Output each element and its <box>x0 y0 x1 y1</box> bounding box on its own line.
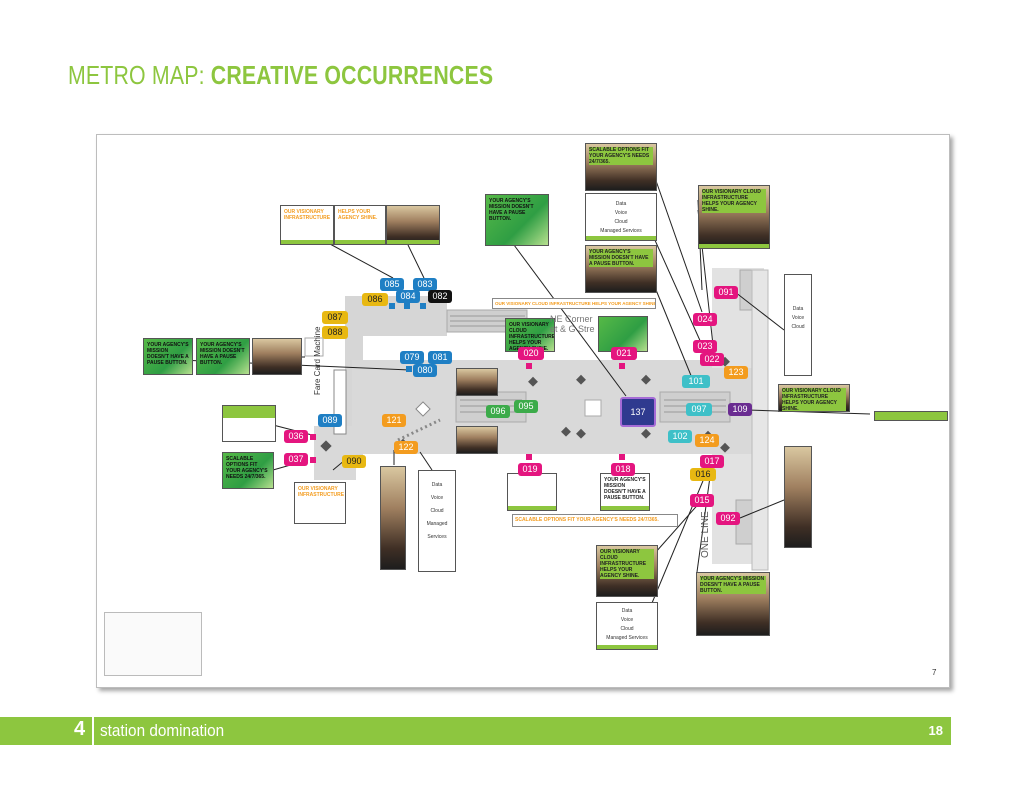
marker-080: 080 <box>413 364 437 377</box>
ad-card-096-top <box>456 368 498 396</box>
ad-card-019 <box>507 473 557 511</box>
marker-081: 081 <box>428 351 452 364</box>
orange-strip-bottom: SCALABLE OPTIONS FIT YOUR AGENCY'S NEEDS… <box>512 514 678 527</box>
ad-card-pause-bottom: YOUR AGENCY'S MISSION DOESN'T HAVE A PAU… <box>696 572 770 636</box>
marker-079: 079 <box>400 351 424 364</box>
ad-card-cloud-right: OUR VISIONARY CLOUD INFRASTRUCTURE HELPS… <box>698 185 770 249</box>
marker-109: 109 <box>728 403 752 416</box>
title-bold: CREATIVE OCCURRENCES <box>210 60 494 90</box>
footer-divider <box>92 717 94 745</box>
ad-card-pause: YOUR AGENCY'S MISSION DOESN'T HAVE A PAU… <box>485 194 549 246</box>
title-light: METRO MAP: <box>68 60 211 90</box>
marker-036: 036 <box>284 430 308 443</box>
marker-090: 090 <box>342 455 366 468</box>
marker-015: 015 <box>690 494 714 507</box>
ad-card-left-3 <box>252 338 302 375</box>
marker-020: 020 <box>518 347 544 360</box>
marker-121: 121 <box>382 414 406 427</box>
marker-124: 124 <box>695 434 719 447</box>
ad-card-tall-right-2 <box>784 446 812 548</box>
ad-card-pause-photo: YOUR AGENCY'S MISSION DOESN'T HAVE A PAU… <box>585 245 657 293</box>
marker-101: 101 <box>682 375 710 388</box>
marker-017: 017 <box>700 455 724 468</box>
ad-card-018: YOUR AGENCY'S MISSION DOESN'T HAVE A PAU… <box>600 473 650 511</box>
marker-092: 092 <box>716 512 740 525</box>
ad-card-096-bottom <box>456 426 498 454</box>
ad-card-shine: HELPS YOUR AGENCY SHINE. <box>334 205 386 245</box>
marker-084: 084 <box>396 290 420 303</box>
marker-085: 085 <box>380 278 404 291</box>
marker-091: 091 <box>714 286 738 299</box>
ad-card-left-2: YOUR AGENCY'S MISSION DOESN'T HAVE A PAU… <box>196 338 250 375</box>
map-page-number: 7 <box>932 668 937 677</box>
page-title: METRO MAP: CREATIVE OCCURRENCES <box>68 60 493 91</box>
marker-082: 082 <box>428 290 452 303</box>
line-label: ONE LINE <box>700 511 711 558</box>
marker-019: 019 <box>518 463 542 476</box>
section-label: station domination <box>100 721 225 740</box>
marker-095: 095 <box>514 400 538 413</box>
ad-card-infra: OUR VISIONARY INFRASTRUCTURE <box>280 205 334 245</box>
mini-map-thumbnail <box>104 612 202 676</box>
marker-096: 096 <box>486 405 510 418</box>
ad-card-scalable-top: SCALABLE OPTIONS FIT YOUR AGENCY'S NEEDS… <box>585 143 657 191</box>
ad-card-photo <box>386 205 440 245</box>
marker-023: 023 <box>693 340 717 353</box>
ad-card-109: OUR VISIONARY CLOUD INFRASTRUCTURE HELPS… <box>778 384 850 412</box>
marker-016: 016 <box>690 468 716 481</box>
page-number: 18 <box>928 723 943 738</box>
fare-machine-label: Fare Card Machine <box>313 326 322 395</box>
marker-087: 087 <box>322 311 348 324</box>
marker-088: 088 <box>322 326 348 339</box>
ad-card-090: OUR VISIONARY INFRASTRUCTURE <box>294 482 346 524</box>
marker-123: 123 <box>724 366 748 379</box>
ad-card-036 <box>222 405 276 442</box>
marker-137: 137 <box>620 397 656 427</box>
marker-083: 083 <box>413 278 437 291</box>
ad-card-left-1: YOUR AGENCY'S MISSION DOESN'T HAVE A PAU… <box>143 338 193 375</box>
ad-card-121 <box>380 466 406 570</box>
marker-086: 086 <box>362 293 388 306</box>
marker-018: 018 <box>611 463 635 476</box>
marker-021: 021 <box>611 347 637 360</box>
ad-strip-menu <box>874 411 948 421</box>
ad-card-cloud-bottom: OUR VISIONARY CLOUD INFRASTRUCTURE HELPS… <box>596 545 658 597</box>
section-number: 4 <box>74 718 86 740</box>
footer-bar: 4 station domination 18 <box>0 717 951 745</box>
ad-card-037: SCALABLE OPTIONS FIT YOUR AGENCY'S NEEDS… <box>222 452 274 489</box>
orange-strip-top: OUR VISIONARY CLOUD INFRASTRUCTURE HELPS… <box>492 298 656 309</box>
marker-122: 122 <box>394 441 418 454</box>
marker-089: 089 <box>318 414 342 427</box>
marker-037: 037 <box>284 453 308 466</box>
marker-024: 024 <box>693 313 717 326</box>
marker-097: 097 <box>686 403 712 416</box>
marker-102: 102 <box>668 430 692 443</box>
marker-022: 022 <box>700 353 724 366</box>
